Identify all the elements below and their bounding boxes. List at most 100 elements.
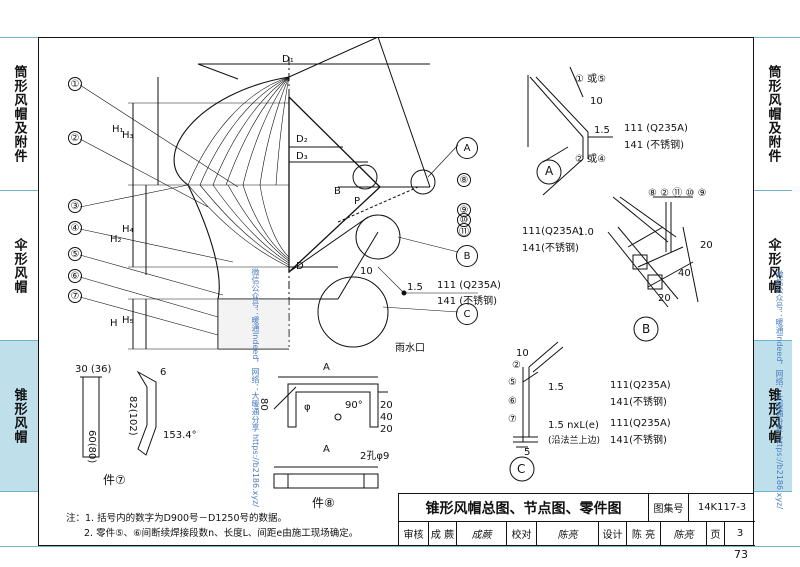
callout-8: ⑧ [457, 173, 471, 187]
detail-a-drawing [527, 66, 613, 196]
sidebar-left-tab-umbrella-cap[interactable]: 伞形风帽 [11, 237, 27, 294]
sidebar-right-separator [754, 190, 792, 191]
callout-2: ② [68, 131, 82, 145]
detail-c-label-5: ⑤ [508, 377, 517, 388]
cone-outline-left [173, 76, 290, 186]
sidebar-left-separator [0, 190, 38, 191]
title-block-reviewer: 成 蕨 [429, 522, 457, 546]
part8-phi: φ [304, 402, 311, 413]
sidebar-right-separator [754, 491, 792, 492]
part8-title: 件⑧ [312, 496, 335, 510]
dim-h: H [110, 318, 118, 329]
detail-c-code4: 141(不锈钢) [610, 435, 667, 446]
detail-b-code1: 111(Q235A) [522, 226, 583, 237]
detail-c-bottom-dim: 5 [524, 447, 531, 458]
sidebar-right-tab-cone-cap[interactable]: 锥形风帽 [754, 341, 792, 491]
detail-a-code1: 111 (Q235A) [624, 123, 688, 134]
dim-d3: D₃ [296, 151, 308, 162]
title-block-signature-1: 成蕨 [457, 522, 507, 546]
detail-c-marker [509, 456, 535, 482]
callout-6: ⑥ [68, 269, 82, 283]
callout-11: ⑪ [457, 223, 471, 238]
dim-10: 10 [360, 266, 373, 277]
sidebar-left-tab-cone-cap[interactable]: 锥形风帽 [0, 341, 38, 491]
title-block-signature-2: 陈亮 [537, 522, 599, 546]
part8-dim-a: A [323, 362, 330, 373]
sidebar-right-tab-cylinder-cap[interactable]: 筒形风帽及附件 [765, 65, 781, 163]
title-block: 锥形风帽总图、节点图、零件图 图集号 14K117-3 审核 成 蕨 成蕨 校对… [398, 493, 755, 546]
callout-3: ③ [68, 199, 82, 213]
dim-b: B [334, 186, 341, 197]
detail-c-title: C [517, 462, 526, 476]
page-number: 73 [734, 548, 748, 561]
title-block-signature-3: 陈亮 [661, 522, 707, 546]
dim-d2: D₂ [296, 134, 308, 145]
part8-height: 80 [258, 398, 269, 411]
detail-a-code2: 141 (不锈钢) [624, 140, 685, 151]
dim-d1: D₁ [282, 54, 294, 65]
part8-dim-2: 40 [380, 412, 393, 423]
detail-b-marker [633, 316, 659, 342]
bottom-guide-line [0, 546, 800, 547]
sidebar-left-tab-cylinder-cap[interactable]: 筒形风帽及附件 [11, 65, 27, 163]
upper-cone-lines [187, 76, 290, 268]
detail-c-top-dim: 10 [516, 348, 529, 359]
detail-c-weld2-sym: 1.5 nxL(e) [548, 420, 599, 431]
callout-4: ④ [68, 221, 82, 235]
part7-drawing [80, 370, 157, 458]
main-weld-code2: 141 (不锈钢) [437, 296, 498, 307]
detail-a-title: A [545, 164, 554, 178]
sidebar-right-tab-umbrella-cap[interactable]: 伞形风帽 [765, 237, 781, 294]
detail-c-label-7: ⑦ [508, 414, 517, 425]
dim-h3: H₃ [122, 130, 134, 141]
watermark-left: 微信公众号：暖通Indeed，网络：大暖通分享 https://b2186.xy… [251, 268, 260, 507]
note-2: 2. 零件⑤、⑥间断续焊接段数n、长度L、间距e由施工现场确定。 [84, 528, 359, 539]
detail-c-label-2: ② [512, 360, 521, 371]
part7-height2: 60(80) [86, 430, 97, 464]
part8-holes: 2孔φ9 [360, 451, 390, 462]
part7-width: 30 (36) [75, 364, 112, 375]
detail-c-code1: 111(Q235A) [610, 380, 671, 391]
detail-b-dim-2: 40 [678, 268, 691, 279]
title-block-atlas-label: 图集号 [649, 494, 689, 522]
callout-1: ① [68, 77, 82, 91]
section-marker-c: C [456, 303, 478, 325]
detail-b-parts: ⑧ ② ⑪ ⑩ ⑨ [648, 188, 707, 199]
detail-c-code3: 111(Q235A) [610, 418, 671, 429]
title-block-atlas-number: 14K117-3 [689, 494, 755, 522]
title-block-review-label: 审核 [399, 522, 429, 546]
detail-a-label-1: ① 或⑤ [575, 74, 607, 85]
part8-dim-a-bottom: A [323, 444, 330, 455]
sidebar-right-separator [754, 340, 792, 341]
title-block-check-label: 校对 [507, 522, 537, 546]
part8-angle: 90° [345, 400, 363, 411]
callout-5: ⑤ [68, 247, 82, 261]
title-block-design-label: 设计 [599, 522, 627, 546]
detail-b-dim-1: 20 [700, 240, 713, 251]
note-1: 注：1. 括号内的数字为D900号－D1250号的数据。 [66, 513, 288, 524]
part8-dim-3: 20 [380, 424, 393, 435]
dim-p: P [354, 196, 361, 207]
title-block-title: 锥形风帽总图、节点图、零件图 [399, 494, 649, 522]
part8-drawing [273, 376, 388, 489]
part8-dim-1: 20 [380, 400, 393, 411]
dim-h2: H₂ [110, 234, 122, 245]
section-marker-a: A [456, 137, 478, 159]
main-weld-code1: 111 (Q235A) [437, 280, 501, 291]
main-weld-symbol: 1.5 [407, 282, 423, 293]
detail-b-title: B [642, 322, 651, 336]
detail-b-drawing [607, 196, 699, 308]
dim-d: D [296, 261, 304, 272]
detail-b-dim-3: 20 [658, 293, 671, 304]
detail-b-weld-sym: 1.0 [578, 227, 594, 238]
watermark-right: 微信公众号：暖通Indeed，网络：大暖通分享 https://b2186.xy… [775, 270, 784, 509]
title-block-page-number: 3 [725, 522, 755, 546]
detail-c-weld1-sym: 1.5 [548, 382, 564, 393]
part7-thickness: 6 [160, 367, 167, 378]
detail-c-drawing [513, 341, 564, 448]
sidebar-left-separator [0, 340, 38, 341]
detail-a-label-2: ② 或④ [575, 154, 607, 165]
part7-angle: 153.4° [163, 430, 197, 441]
title-block-designer: 陈 亮 [627, 522, 661, 546]
drawing-frame [38, 37, 754, 546]
